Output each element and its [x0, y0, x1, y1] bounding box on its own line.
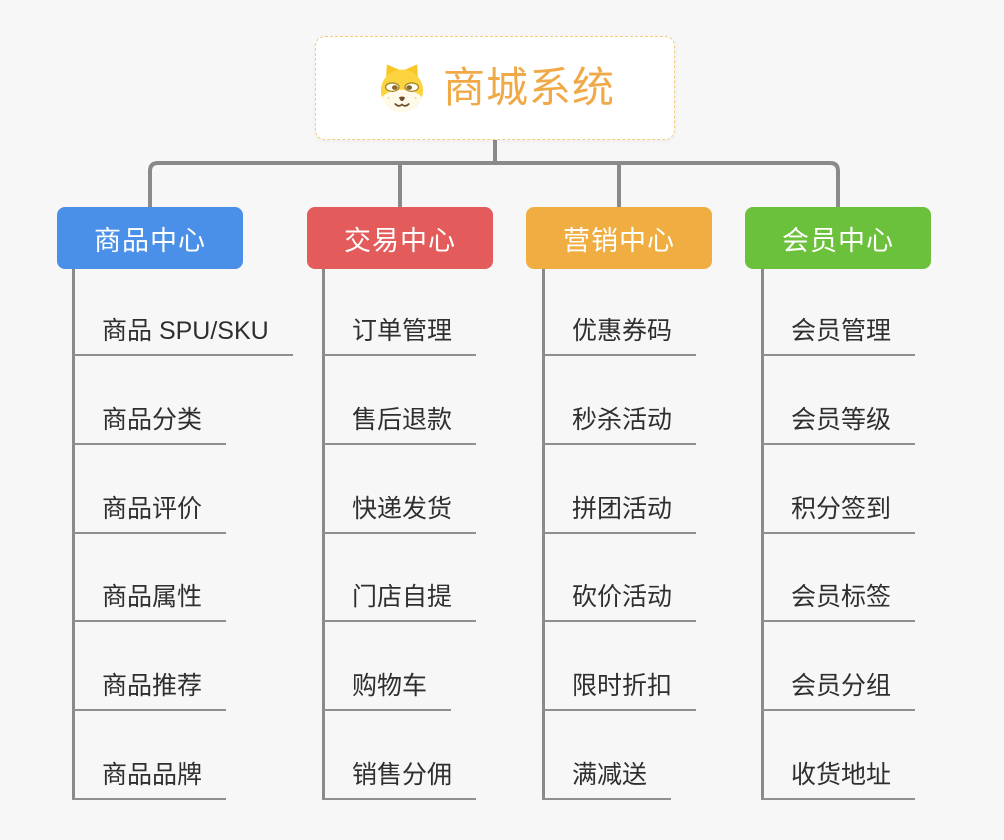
branch-column-product-center: 商品 SPU/SKU 商品分类 商品评价 商品属性 商品推荐 商品品牌 — [72, 269, 312, 800]
leaf-node[interactable]: 商品分类 — [72, 403, 227, 445]
leaf-node[interactable]: 商品 SPU/SKU — [72, 314, 293, 356]
leaf-node[interactable]: 会员分组 — [761, 669, 916, 711]
root-title: 商城系统 — [442, 64, 615, 111]
branch-header-member-center[interactable]: 会员中心 — [745, 207, 931, 269]
branch-column-member-center: 会员管理 会员等级 积分签到 会员标签 会员分组 收货地址 — [761, 269, 1001, 800]
leaf-node[interactable]: 商品评价 — [72, 492, 227, 534]
leaf-node[interactable]: 优惠券码 — [542, 314, 697, 356]
leaf-node[interactable]: 积分签到 — [761, 492, 916, 534]
branch-header-product-center[interactable]: 商品中心 — [57, 207, 243, 269]
branch-trunk-line — [542, 269, 545, 799]
leaf-node[interactable]: 会员等级 — [761, 403, 916, 445]
leaf-node[interactable]: 砍价活动 — [542, 580, 697, 622]
leaf-node[interactable]: 售后退款 — [322, 403, 477, 445]
leaf-node[interactable]: 销售分佣 — [322, 758, 477, 800]
branch-header-label: 商品中心 — [94, 225, 206, 256]
root-node-mall-system[interactable]: 商城系统 — [315, 36, 675, 140]
branch-header-label: 营销中心 — [563, 225, 675, 256]
branch-column-marketing-center: 优惠券码 秒杀活动 拼团活动 砍价活动 限时折扣 满减送 — [542, 269, 782, 800]
branch-header-label: 会员中心 — [782, 225, 894, 256]
leaf-node[interactable]: 拼团活动 — [542, 492, 697, 534]
leaf-node[interactable]: 秒杀活动 — [542, 403, 697, 445]
leaf-node[interactable]: 快递发货 — [322, 492, 477, 534]
branch-header-label: 交易中心 — [344, 225, 456, 256]
leaf-node[interactable]: 购物车 — [322, 669, 452, 711]
leaf-node[interactable]: 商品品牌 — [72, 758, 227, 800]
leaf-node[interactable]: 收货地址 — [761, 758, 916, 800]
leaf-node[interactable]: 商品属性 — [72, 580, 227, 622]
branch-column-trade-center: 订单管理 售后退款 快递发货 门店自提 购物车 销售分佣 — [322, 269, 562, 800]
leaf-node[interactable]: 会员管理 — [761, 314, 916, 356]
shiba-dog-icon — [380, 64, 424, 112]
branch-trunk-line — [761, 269, 764, 799]
leaf-node[interactable]: 满减送 — [542, 758, 672, 800]
leaf-node[interactable]: 会员标签 — [761, 580, 916, 622]
branch-header-marketing-center[interactable]: 营销中心 — [526, 207, 712, 269]
branch-header-trade-center[interactable]: 交易中心 — [307, 207, 493, 269]
branch-trunk-line — [322, 269, 325, 799]
leaf-node[interactable]: 商品推荐 — [72, 669, 227, 711]
branch-trunk-line — [72, 269, 75, 799]
leaf-node[interactable]: 限时折扣 — [542, 669, 697, 711]
leaf-node[interactable]: 门店自提 — [322, 580, 477, 622]
leaf-node[interactable]: 订单管理 — [322, 314, 477, 356]
